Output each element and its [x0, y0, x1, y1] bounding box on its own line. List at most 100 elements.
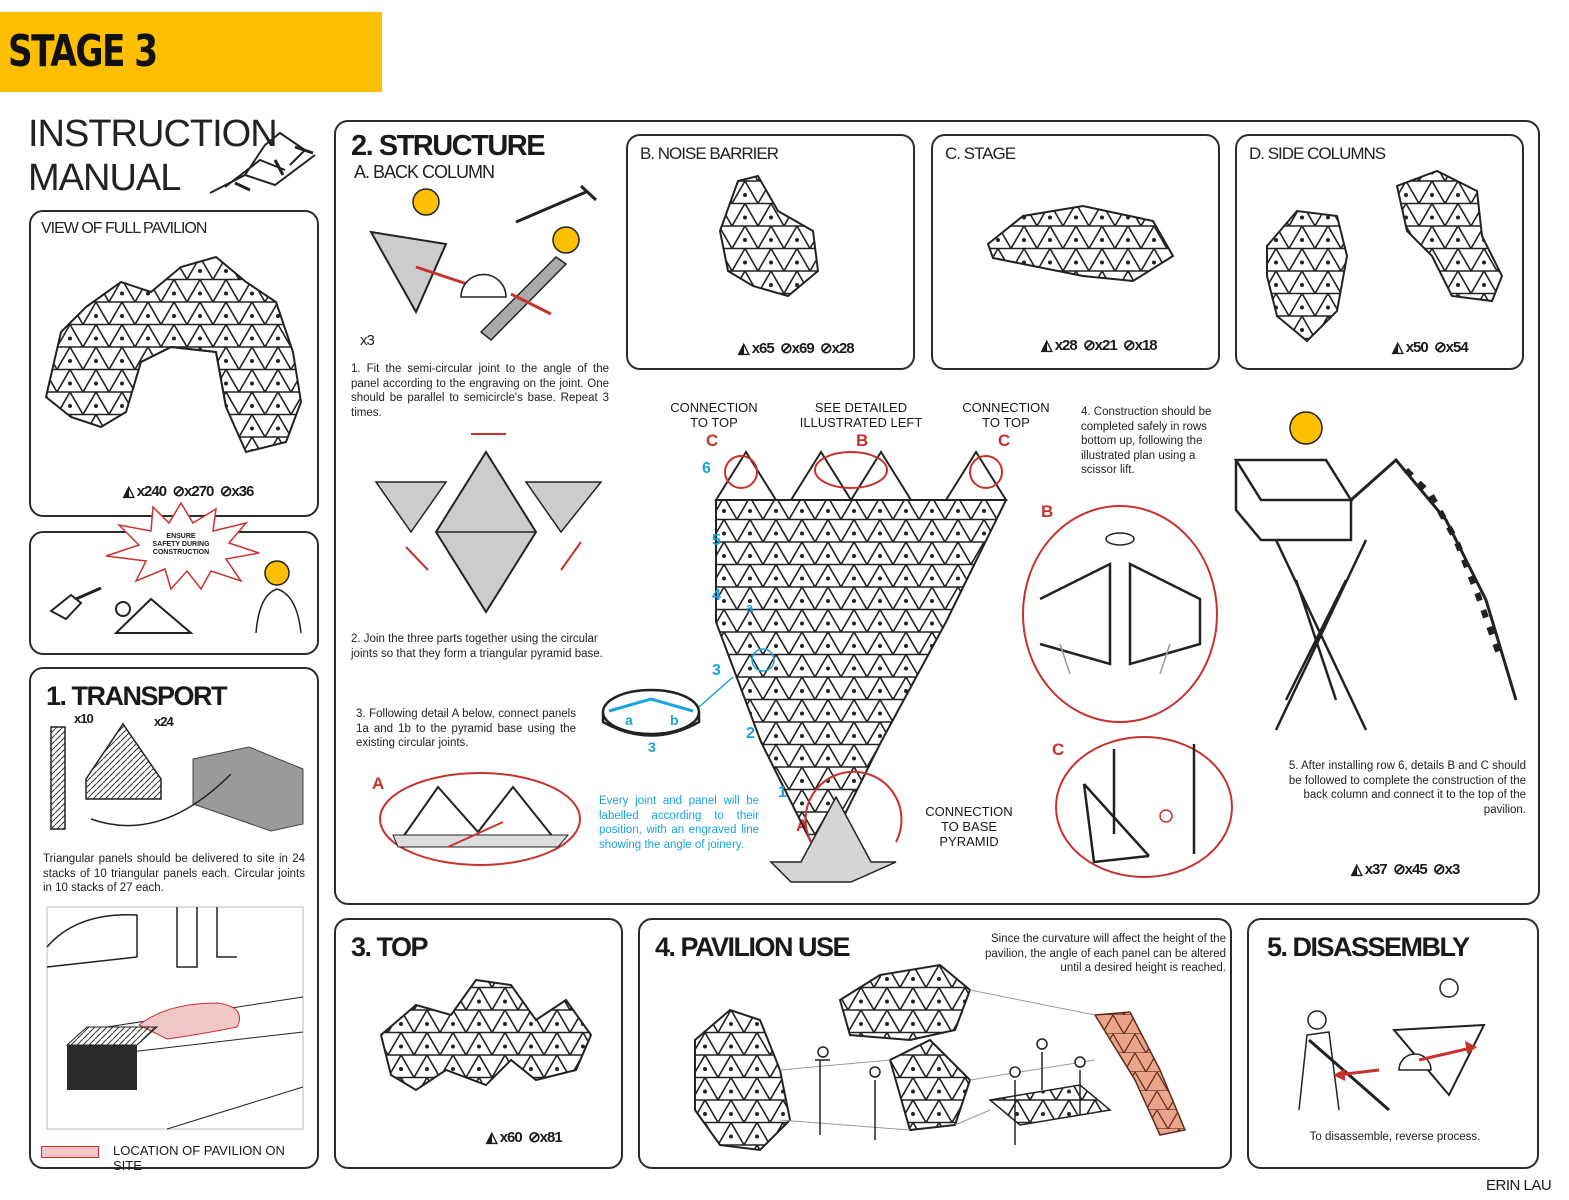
mark-b: B — [856, 431, 869, 450]
joint-b-label: b — [670, 712, 679, 728]
panel-icon: ◭ — [1041, 337, 1053, 354]
base-l1: CONNECTION — [925, 804, 1013, 819]
halfjoint-count: x18 — [1134, 337, 1158, 354]
safety-panel: ENSURE SAFETY DURING CONSTRUCTION — [29, 501, 319, 655]
joint-icon: ⊘ — [780, 340, 793, 357]
stage-counts: ◭ x28 ⊘x21 ⊘x18 — [1041, 336, 1158, 354]
joint-count: x81 — [539, 1129, 563, 1146]
noise-barrier-illustration — [718, 174, 820, 298]
halfjoint-count: x36 — [231, 483, 254, 500]
stage-illustration — [986, 204, 1175, 283]
noise-barrier-title: B. NOISE BARRIER — [640, 144, 779, 163]
mark-c-left: C — [706, 431, 719, 450]
safety-text: ENSURE SAFETY DURING CONSTRUCTION — [139, 533, 223, 557]
joint-count: x54 — [1445, 339, 1469, 356]
panel-icon: ◭ — [1392, 339, 1404, 356]
joint-count: x270 — [184, 483, 214, 500]
panel-count: x240 — [136, 483, 167, 500]
manual-title-line2: MANUAL — [28, 157, 181, 199]
halfjoint-icon: ⊘ — [1123, 337, 1136, 354]
joint-3-label: 3 — [648, 739, 656, 755]
detail-c-label: C — [1052, 740, 1065, 759]
safety-line2: SAFETY DURING — [152, 541, 210, 548]
scissor-lift-illustration — [1233, 411, 1518, 731]
joint-count: x69 — [791, 340, 815, 357]
conn-top-right-l2: TO TOP — [982, 415, 1030, 430]
see-detail-l2: ILLUSTRATED LEFT — [799, 415, 923, 430]
panel-count: x28 — [1054, 337, 1078, 354]
manual-title-line1: INSTRUCTION — [28, 113, 278, 155]
step3-text: 3. Following detail A below, connect pan… — [356, 708, 576, 749]
panel-count: x60 — [499, 1129, 523, 1146]
step1-illustration — [369, 184, 598, 342]
halfjoint-icon: ⊘ — [820, 340, 833, 357]
row-4: 4 — [712, 587, 721, 604]
joint-icon: ⊘ — [172, 483, 185, 500]
stage-panel-title: C. STAGE — [945, 144, 1016, 163]
stage-banner: STAGE 3 — [0, 12, 382, 92]
mark-c-right: C — [998, 431, 1011, 450]
step4-text: 4. Construction should be completed safe… — [1081, 406, 1212, 476]
panel-count: x65 — [751, 340, 775, 357]
full-pavilion-counts: ◭ x240 ⊘x270 ⊘x36 — [123, 482, 254, 500]
safety-line1: ENSURE — [166, 533, 196, 540]
stage-panel: C. STAGE ◭ x28 ⊘x21 ⊘x18 — [931, 134, 1220, 370]
conn-top-right: CONNECTION TO TOP — [946, 400, 1066, 430]
structure-subtitle: A. BACK COLUMN — [354, 162, 495, 182]
detail-a-illustration — [379, 772, 581, 866]
full-pavilion-title: VIEW OF FULL PAVILION — [41, 220, 207, 237]
see-detail: SEE DETAILED ILLUSTRATED LEFT — [791, 400, 931, 430]
detail-b-label: B — [1041, 502, 1054, 521]
step2-text: 2. Join the three parts together using t… — [351, 633, 603, 660]
triangle-grid: a — [714, 450, 1008, 883]
disassembly-title: 5. DISASSEMBLY — [1267, 932, 1470, 962]
author-credit: ERIN LAU — [1486, 1177, 1552, 1194]
top-panel: 3. TOP ◭ x60 ⊘x81 — [334, 918, 623, 1169]
conn-top-left-l1: CONNECTION — [670, 400, 758, 415]
legend-swatch — [41, 1146, 99, 1158]
detail-b-illustration — [1022, 505, 1218, 723]
conn-top-right-l1: CONNECTION — [962, 400, 1050, 415]
step5-text: 5. After installing row 6, details B and… — [1288, 760, 1526, 816]
noise-barrier-counts: ◭ x65 ⊘x69 ⊘x28 — [738, 339, 855, 357]
panel-count: x50 — [1405, 339, 1429, 356]
joint-icon: ⊘ — [1083, 337, 1096, 354]
side-columns-illustration — [1266, 169, 1504, 343]
halfjoint-icon: ⊘ — [219, 483, 233, 500]
starburst-icon — [105, 501, 260, 591]
halfjoint-count: x28 — [831, 340, 855, 357]
svg-text:a: a — [746, 600, 754, 615]
panel-icon: ◭ — [1351, 861, 1363, 878]
side-columns-counts: ◭ x50 ⊘x54 — [1392, 338, 1469, 356]
disassembly-illustration — [1298, 978, 1486, 1112]
joint-diagram — [601, 676, 734, 737]
noise-barrier-panel: B. NOISE BARRIER ◭ x65 ⊘x69 ⊘x28 — [626, 134, 915, 370]
pavilion-use-panel: 4. PAVILION USE Since the curvature will… — [638, 918, 1232, 1169]
stack-panel-count: x24 — [154, 714, 174, 729]
step2-illustration — [374, 433, 603, 614]
safety-illustration — [49, 560, 302, 634]
top-illustration — [379, 978, 593, 1092]
joint-a-label: a — [625, 712, 633, 728]
joint-icon: ⊘ — [528, 1129, 541, 1146]
base-connection: CONNECTION TO BASE PYRAMID — [914, 804, 1024, 849]
legend-text: LOCATION OF PAVILION ON SITE — [113, 1143, 285, 1173]
panel-icon: ◭ — [123, 483, 135, 500]
full-pavilion-panel: VIEW OF FULL PAVILION ◭ x240 ⊘x270 ⊘x36 — [29, 210, 319, 517]
detail-c-illustration — [1055, 736, 1233, 878]
top-counts: ◭ x60 ⊘x81 — [486, 1128, 563, 1146]
top-title: 3. TOP — [351, 932, 429, 962]
pavilion-use-title: 4. PAVILION USE — [655, 932, 851, 962]
panel-count: x37 — [1364, 861, 1388, 878]
halfjoint-icon: ⊘ — [1433, 861, 1446, 878]
side-columns-panel: D. SIDE COLUMNS ◭ x50 ⊘x54 — [1235, 134, 1524, 370]
transport-illustration — [50, 722, 304, 832]
stack-circle-count: x10 — [74, 711, 94, 726]
pavilion-use-illustration — [694, 963, 1187, 1152]
joint-icon: ⊘ — [1434, 339, 1447, 356]
see-detail-l1: SEE DETAILED — [814, 400, 908, 415]
row-5: 5 — [712, 532, 721, 549]
pavilion-use-text: Since the curvature will affect the heig… — [984, 933, 1226, 974]
row-3: 3 — [712, 662, 721, 679]
structure-title: 2. STRUCTURE — [351, 130, 546, 162]
